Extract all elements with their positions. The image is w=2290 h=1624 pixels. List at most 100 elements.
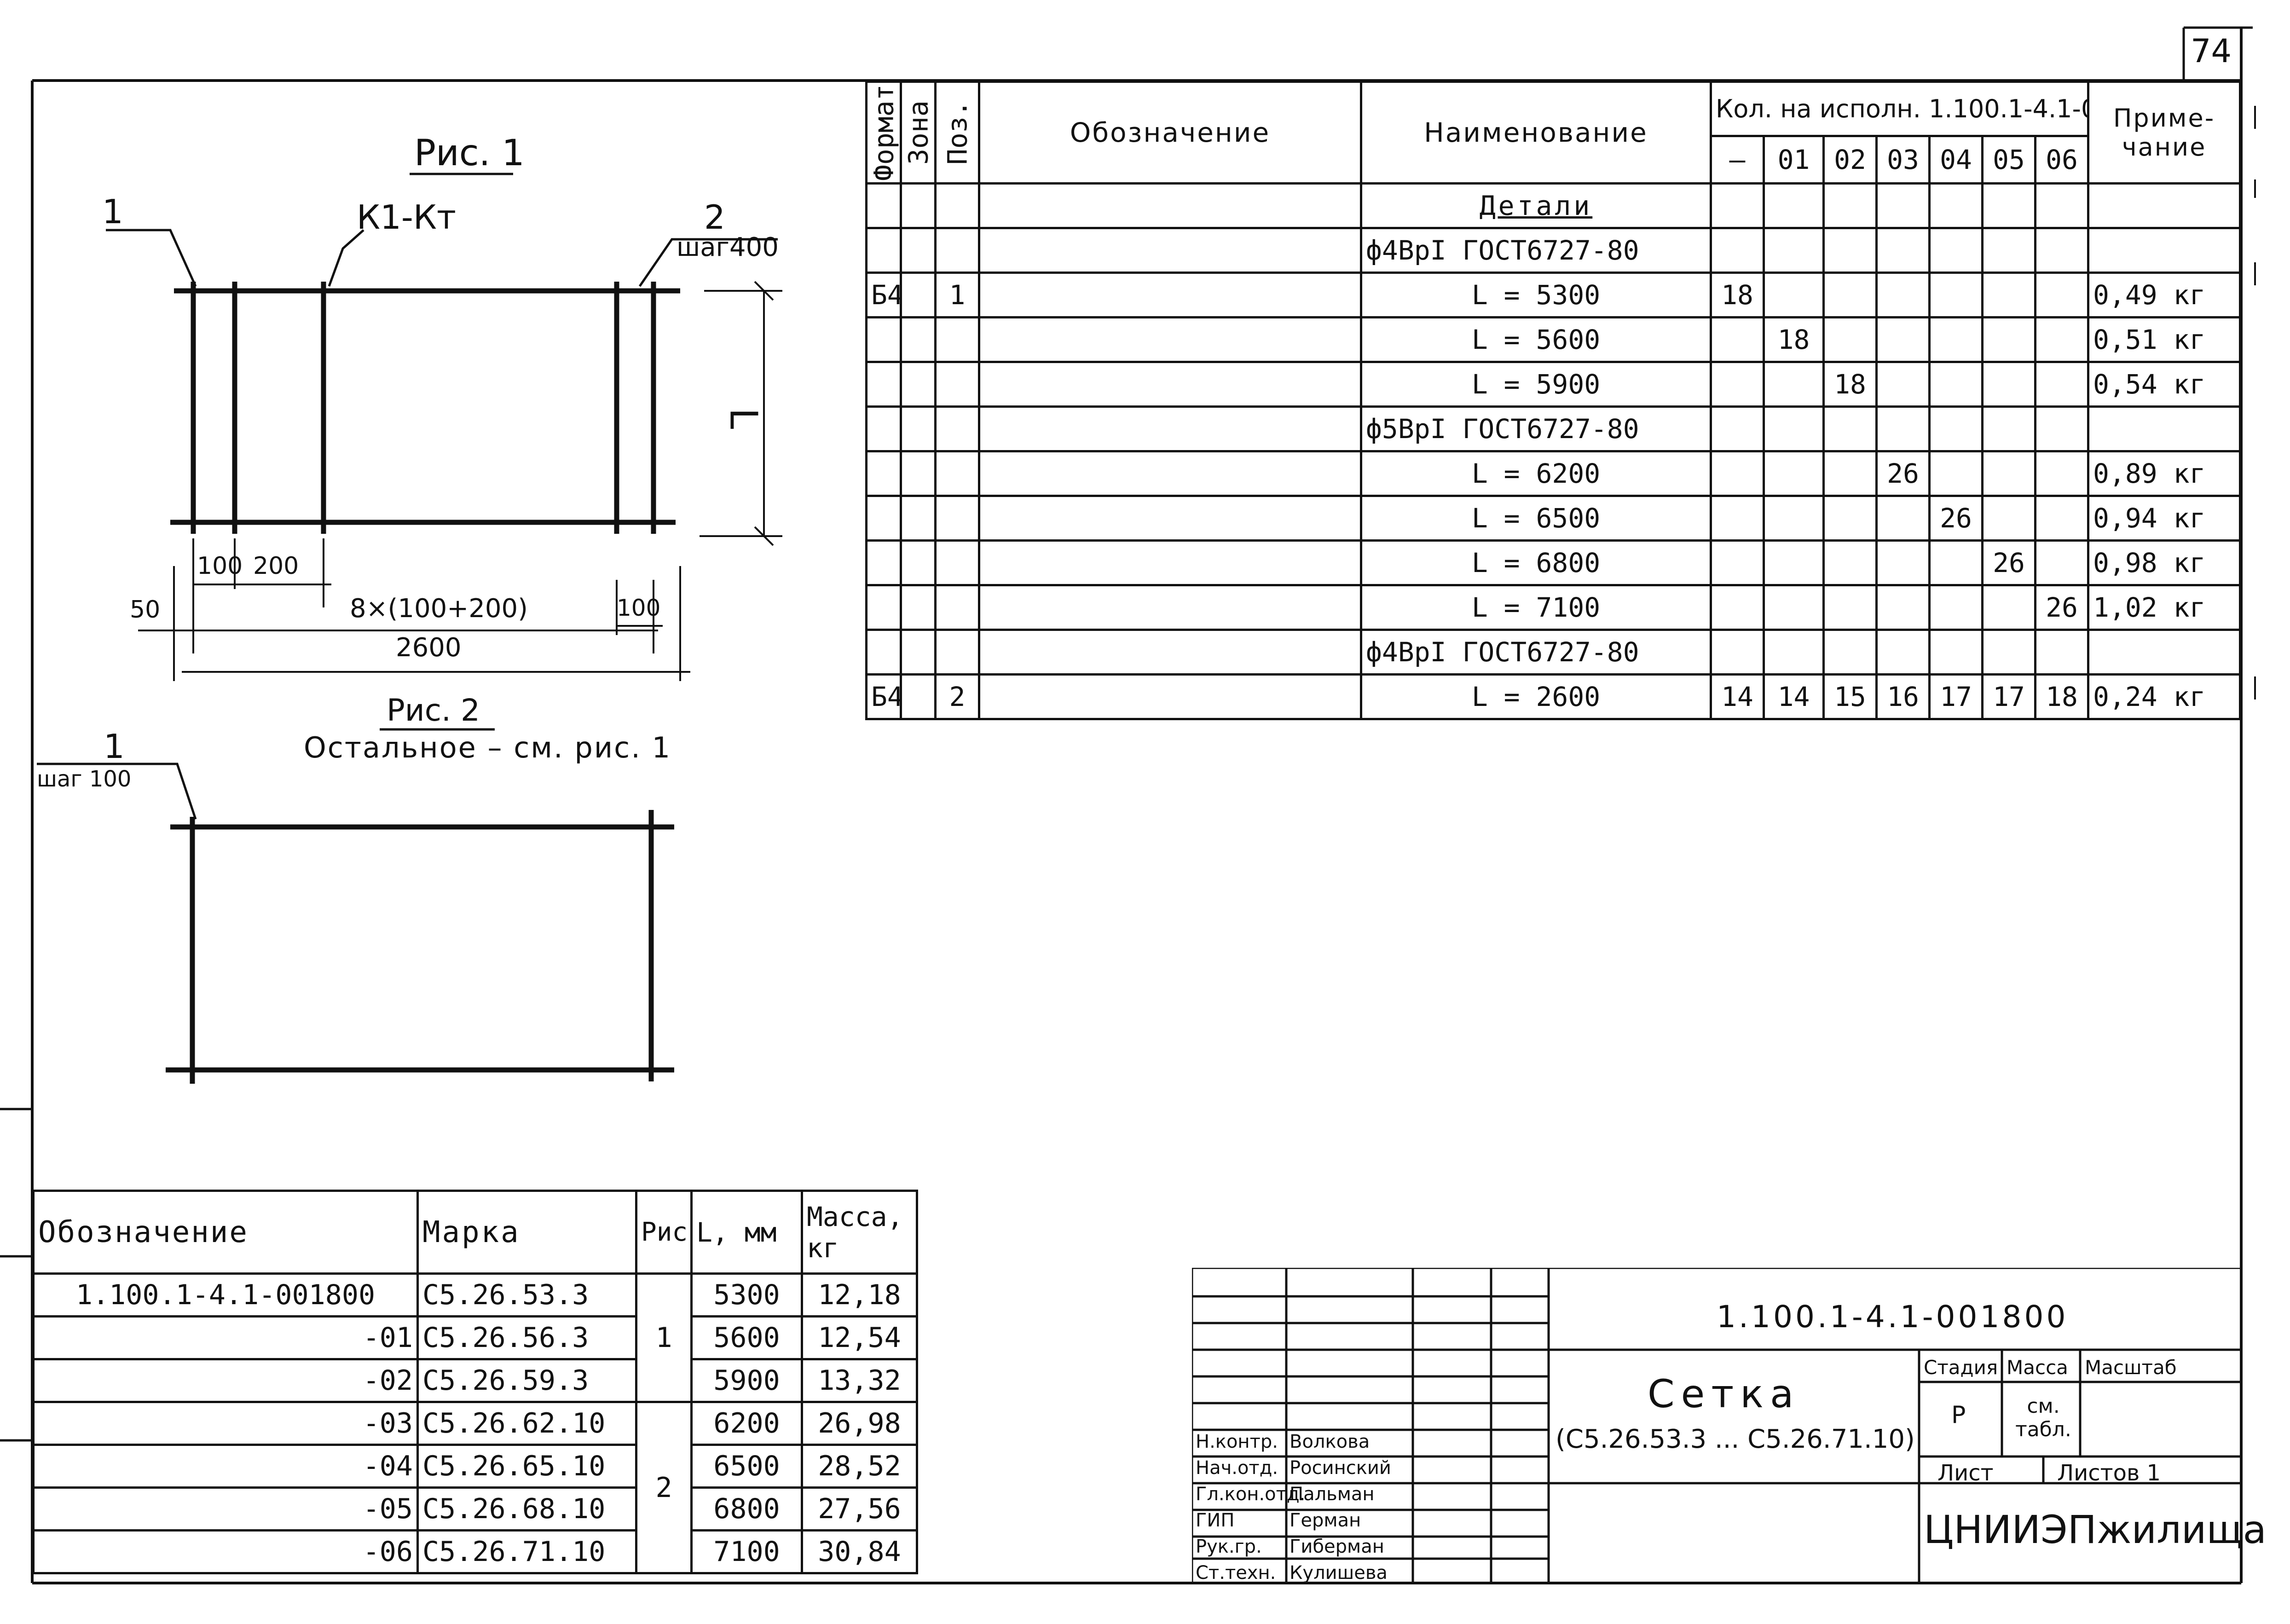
spec-cell-zone bbox=[900, 316, 937, 363]
spec-cell-zone bbox=[900, 584, 937, 631]
spec-cell-qty bbox=[1763, 539, 1825, 586]
spec-cell-qty bbox=[1875, 361, 1931, 408]
spec-cell-qty bbox=[1763, 182, 1825, 229]
spec-cell-qty bbox=[2034, 316, 2090, 363]
fig2-title: Рис. 2 bbox=[387, 693, 480, 728]
variant-mass: 30,84 bbox=[801, 1529, 918, 1574]
spec-cell-qty bbox=[1981, 584, 2036, 631]
signer-role: Ст.техн. bbox=[1196, 1562, 1276, 1584]
spec-cell-format: Б4 bbox=[865, 272, 902, 318]
fig1-dim-L: L bbox=[721, 408, 765, 429]
spec-cell-pos: 1 bbox=[934, 272, 980, 318]
spec-cell-qty bbox=[1710, 182, 1765, 229]
spec-cell-zone bbox=[900, 539, 937, 586]
spec-cell-note: 0,51 кг bbox=[2087, 316, 2242, 363]
spec-cell-qty bbox=[1981, 405, 2036, 452]
spec-cell-qty: 14 bbox=[1763, 673, 1825, 720]
spec-cell-qty bbox=[1928, 539, 1984, 586]
spec-cell-qty bbox=[1822, 227, 1878, 274]
mass-value: см. табл. bbox=[2015, 1394, 2071, 1441]
fig1-label-left: 1 bbox=[102, 192, 123, 231]
spec-cell-qty: 15 bbox=[1822, 673, 1878, 720]
spec-cell-qty bbox=[1710, 539, 1765, 586]
spec-cell-pos bbox=[934, 182, 980, 229]
spec-cell-qty bbox=[1763, 272, 1825, 318]
spec-cell-pos bbox=[934, 361, 980, 408]
spec-variant-col-header: 01 bbox=[1763, 135, 1825, 185]
spec-cell-zone bbox=[900, 629, 937, 676]
variant-mark: С5.26.62.10 bbox=[416, 1401, 637, 1446]
variant-length: 5600 bbox=[690, 1315, 803, 1360]
spec-cell-name: L = 2600 bbox=[1360, 673, 1712, 720]
spec-cell-designation bbox=[978, 629, 1362, 676]
spec-cell-note bbox=[2087, 182, 2242, 229]
fig1-title: Рис. 1 bbox=[414, 133, 525, 174]
signer-name: Герман bbox=[1290, 1510, 1361, 1531]
stage-value: Р bbox=[1951, 1401, 1966, 1429]
spec-cell-qty bbox=[1822, 584, 1878, 631]
spec-cell-name: Детали bbox=[1360, 182, 1712, 229]
spec-cell-pos bbox=[934, 316, 980, 363]
spec-cell-qty bbox=[1763, 629, 1825, 676]
spec-cell-qty: 18 bbox=[1763, 316, 1825, 363]
spec-cell-format bbox=[865, 361, 902, 408]
variant-mark: С5.26.65.10 bbox=[416, 1444, 637, 1489]
spec-cell-designation bbox=[978, 673, 1362, 720]
spec-cell-name: ф4ВрI ГОСТ6727-80 bbox=[1360, 227, 1712, 274]
spec-cell-format bbox=[865, 539, 902, 586]
spec-cell-qty bbox=[1928, 272, 1984, 318]
spec-cell-qty bbox=[2034, 227, 2090, 274]
spec-header-pos: Поз. bbox=[935, 81, 979, 184]
spec-cell-note: 1,02 кг bbox=[2087, 584, 2242, 631]
spec-cell-zone bbox=[900, 272, 937, 318]
spec-cell-qty bbox=[1822, 450, 1878, 497]
spec-cell-name: L = 7100 bbox=[1360, 584, 1712, 631]
spec-cell-note: 0,49 кг bbox=[2087, 272, 2242, 318]
spec-cell-qty bbox=[1822, 316, 1878, 363]
spec-cell-format bbox=[865, 316, 902, 363]
signer-name: Волкова bbox=[1290, 1431, 1370, 1452]
signer-role: ГИП bbox=[1196, 1510, 1235, 1531]
var-header-length: L, мм bbox=[690, 1190, 803, 1275]
spec-cell-qty bbox=[1822, 405, 1878, 452]
spec-cell-qty bbox=[1763, 450, 1825, 497]
spec-cell-zone bbox=[900, 182, 937, 229]
spec-cell-format bbox=[865, 405, 902, 452]
spec-cell-pos: 2 bbox=[934, 673, 980, 720]
spec-cell-qty: 26 bbox=[1928, 495, 1984, 542]
variant-fig: 1 bbox=[635, 1272, 693, 1403]
spec-cell-qty bbox=[1822, 539, 1878, 586]
variant-mark: С5.26.59.3 bbox=[416, 1358, 637, 1403]
spec-cell-name: L = 6500 bbox=[1360, 495, 1712, 542]
spec-cell-note: 0,24 кг bbox=[2087, 673, 2242, 720]
signer-name: Кулишева bbox=[1290, 1562, 1388, 1584]
spec-variant-col-header: 04 bbox=[1928, 135, 1984, 185]
spec-cell-designation bbox=[978, 316, 1362, 363]
spec-cell-qty bbox=[1822, 182, 1878, 229]
variant-mass: 28,52 bbox=[801, 1444, 918, 1489]
spec-cell-pos bbox=[934, 629, 980, 676]
variant-length: 7100 bbox=[690, 1529, 803, 1574]
spec-variant-col-header: 03 bbox=[1875, 135, 1931, 185]
spec-cell-qty bbox=[1981, 182, 2036, 229]
spec-cell-qty bbox=[2034, 361, 2090, 408]
spec-cell-zone bbox=[900, 361, 937, 408]
signer-name: Гиберман bbox=[1290, 1536, 1384, 1557]
title-block: 1.100.1-4.1-001800 Сетка (С5.26.53.3 ...… bbox=[1192, 1268, 2267, 1584]
spec-cell-note bbox=[2087, 227, 2242, 274]
spec-cell-format bbox=[865, 227, 902, 274]
spec-cell-format bbox=[865, 584, 902, 631]
spec-cell-qty: 18 bbox=[1822, 361, 1878, 408]
spec-cell-qty bbox=[1981, 316, 2036, 363]
variant-designation: -05 bbox=[32, 1486, 419, 1532]
variant-length: 5900 bbox=[690, 1358, 803, 1403]
spec-cell-qty: 26 bbox=[1875, 450, 1931, 497]
fig1-dim-100a: 100 bbox=[197, 552, 243, 580]
spec-cell-designation bbox=[978, 182, 1362, 229]
